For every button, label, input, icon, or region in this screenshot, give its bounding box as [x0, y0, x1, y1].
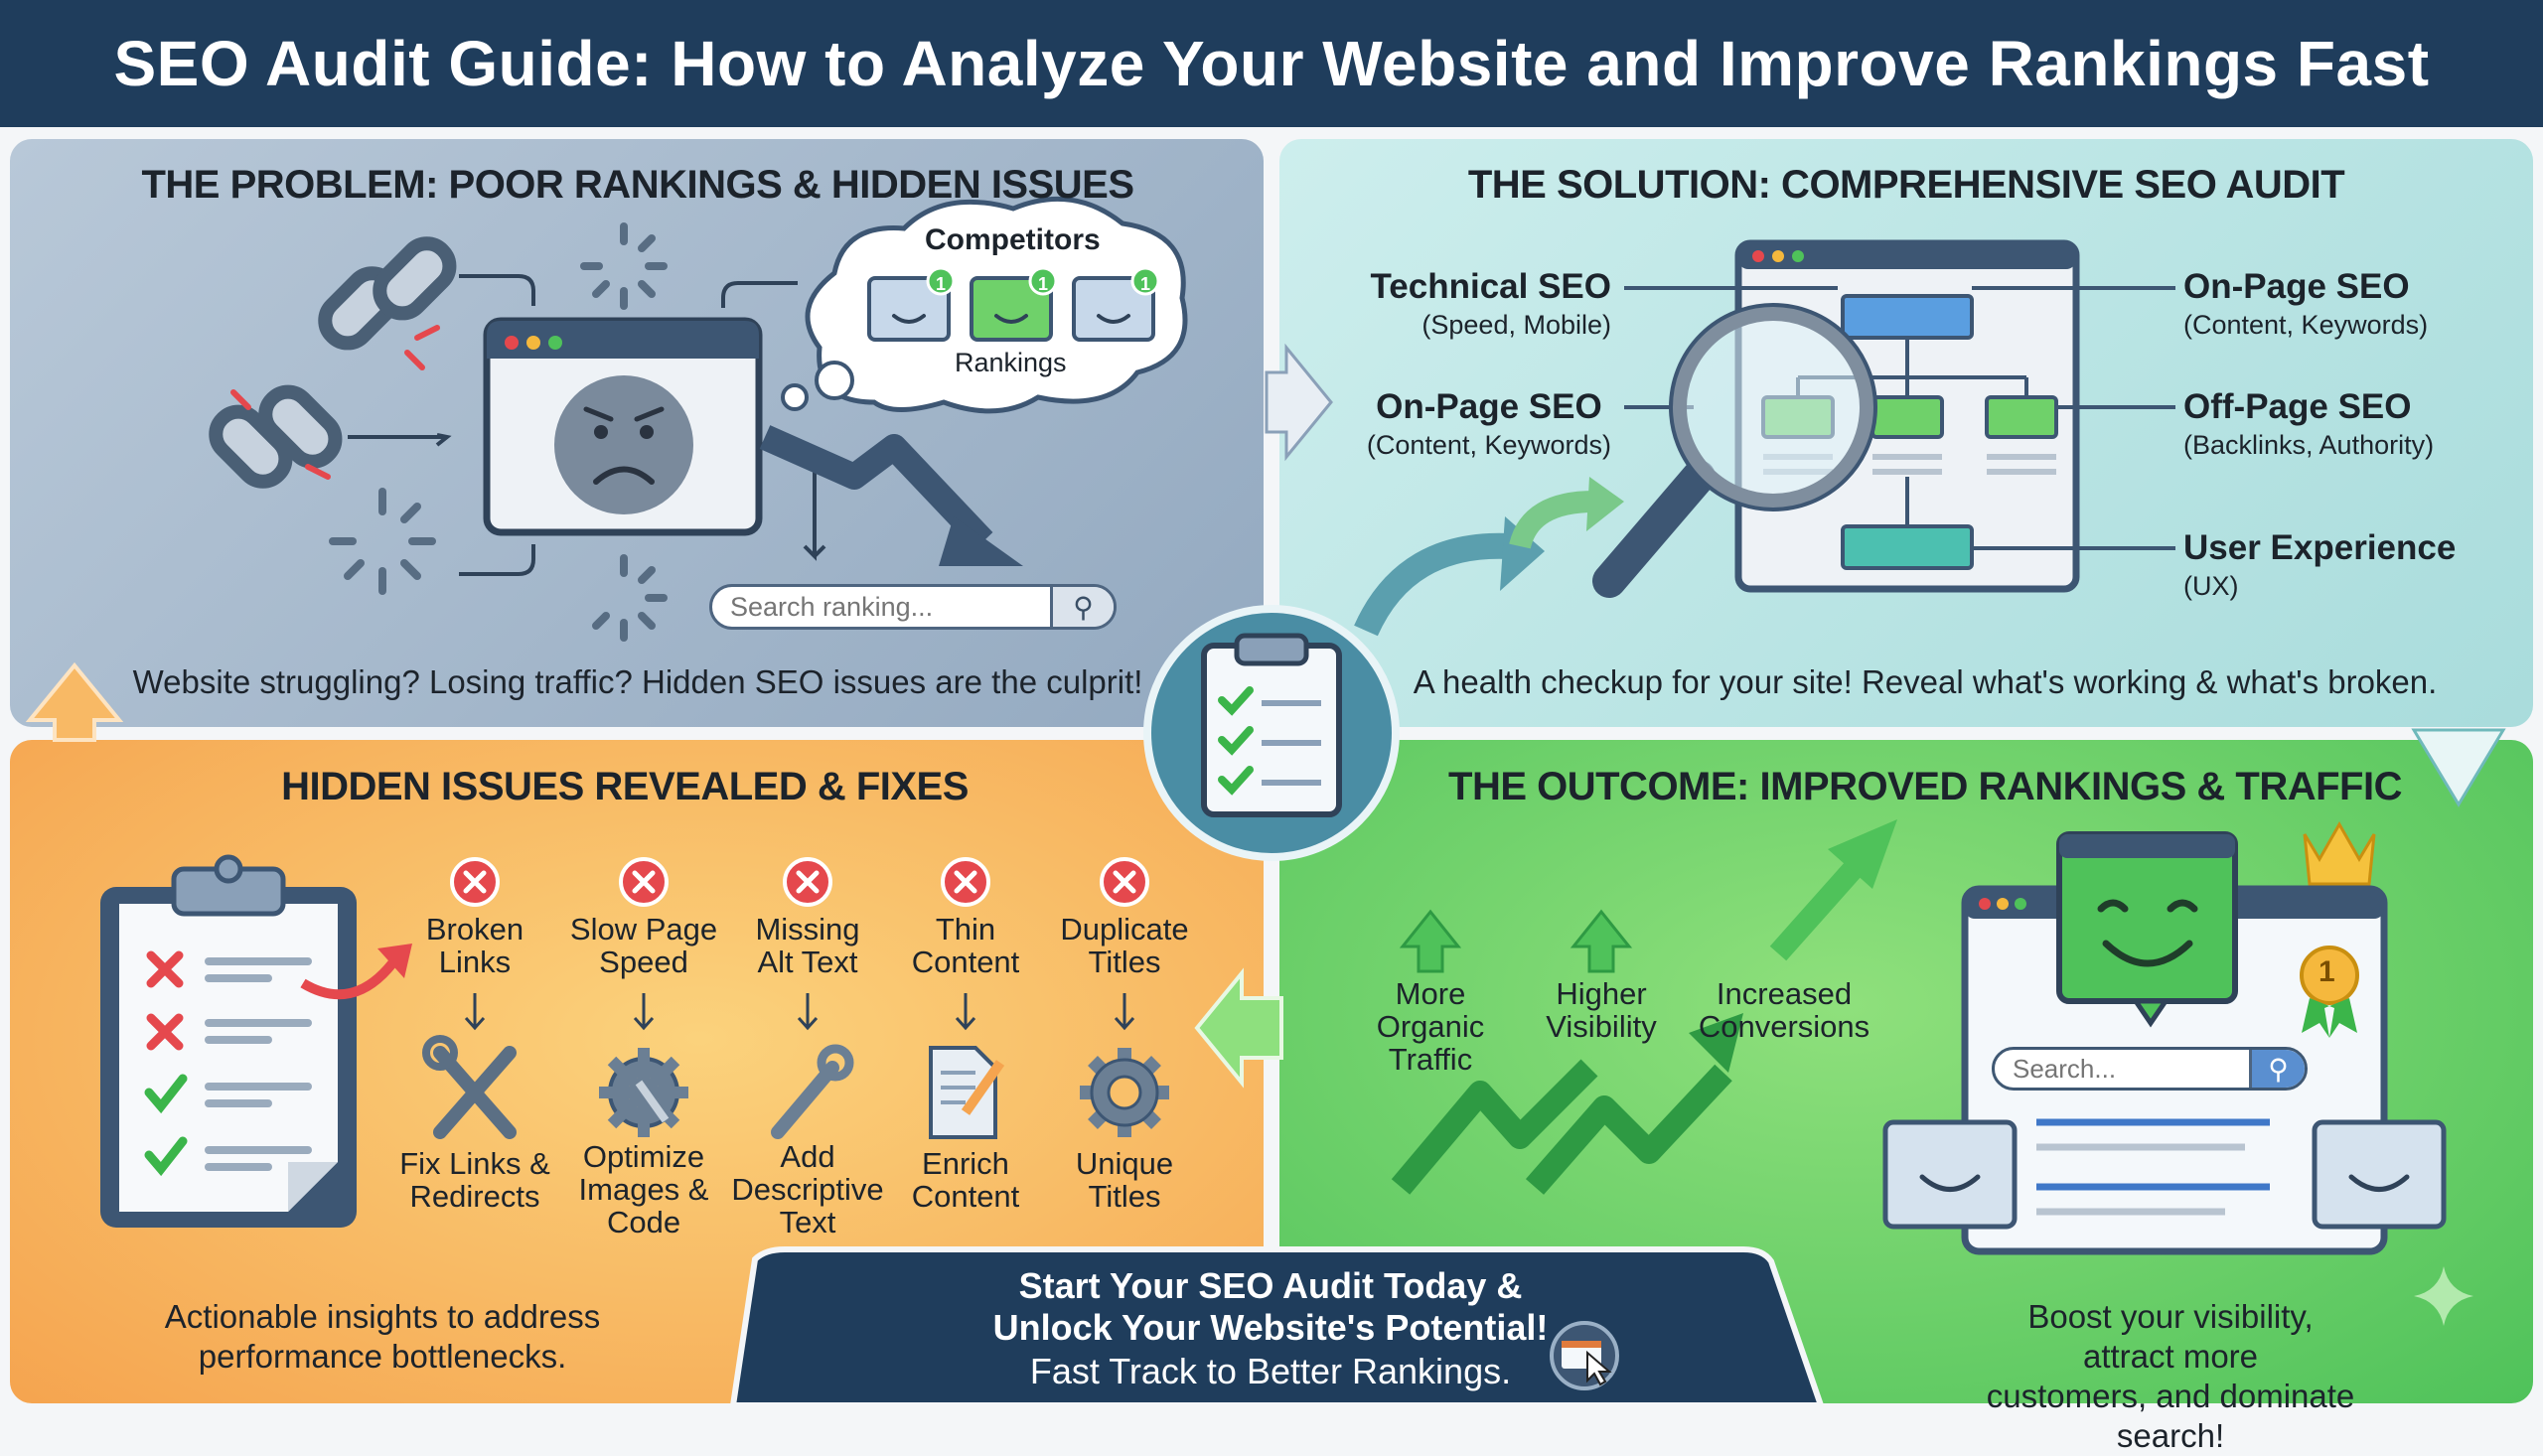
search-box[interactable]: ⚲	[1992, 1047, 2308, 1091]
solution-caption: A health checkup for your site! Reveal w…	[1413, 663, 2438, 700]
fix-label: Optimize Images & Code	[578, 1139, 709, 1239]
rankings-label: Rankings	[955, 348, 1067, 377]
issue-label: Duplicate Titles	[1060, 912, 1189, 979]
issue-label: Missing Alt Text	[755, 912, 860, 979]
issue-label: Thin Content	[911, 912, 1020, 979]
outcome-caption: Boost your visibility, attract more cust…	[1986, 1298, 2355, 1454]
search-ranking-box[interactable]: ⚲	[709, 584, 1117, 630]
page-title: SEO Audit Guide: How to Analyze Your Web…	[113, 28, 2430, 99]
problem-caption: Website struggling? Losing traffic? Hidd…	[132, 663, 1143, 700]
search-ranking-input[interactable]	[712, 591, 1050, 623]
technical-seo-label: Technical SEO(Speed, Mobile)	[1370, 267, 1612, 341]
issues-title: HIDDEN ISSUES REVEALED & FIXES	[281, 765, 969, 808]
fix-label: Add Descriptive Text	[731, 1139, 884, 1239]
outcome-title: THE OUTCOME: IMPROVED RANKINGS & TRAFFIC	[1448, 765, 2402, 808]
cta-line-1: Start Your SEO Audit Today &	[1018, 1265, 1523, 1306]
cta-line-3[interactable]: Fast Track to Better Rankings.	[1029, 1351, 1512, 1391]
off-page-seo-label: Off-Page SEO(Backlinks, Authority)	[2183, 387, 2435, 461]
solution-title: THE SOLUTION: COMPREHENSIVE SEO AUDIT	[1467, 163, 2345, 207]
fix-label: Unique Titles	[1075, 1146, 1174, 1214]
on-page-seo-right-label: On-Page SEO(Content, Keywords)	[2183, 267, 2429, 341]
rank-medal-number: 1	[2319, 955, 2335, 988]
fix-label: Fix Links & Redirects	[399, 1146, 550, 1214]
fix-label: Enrich Content	[911, 1146, 1020, 1214]
issues-caption: Actionable insights to address performan…	[164, 1298, 601, 1375]
user-experience-label: User Experience(UX)	[2183, 528, 2457, 602]
issue-label: Slow Page Speed	[569, 912, 718, 979]
outcome-increased-conversions: Increased Conversions	[1698, 976, 1870, 1044]
search-icon[interactable]: ⚲	[1050, 587, 1114, 627]
competitors-label: Competitors	[925, 223, 1101, 256]
search-input[interactable]	[1995, 1053, 2249, 1085]
outcome-higher-visibility: Higher Visibility	[1546, 976, 1657, 1044]
search-icon[interactable]: ⚲	[2249, 1050, 2305, 1088]
cta-line-2: Unlock Your Website's Potential!	[992, 1307, 1549, 1348]
problem-title: THE PROBLEM: POOR RANKINGS & HIDDEN ISSU…	[141, 163, 1134, 207]
issue-label: Broken Links	[425, 912, 524, 979]
on-page-seo-left-label: On-Page SEO(Content, Keywords)	[1366, 387, 1611, 461]
header-banner: SEO Audit Guide: How to Analyze Your Web…	[0, 0, 2543, 127]
outcome-organic-traffic: More Organic Traffic	[1376, 976, 1485, 1077]
